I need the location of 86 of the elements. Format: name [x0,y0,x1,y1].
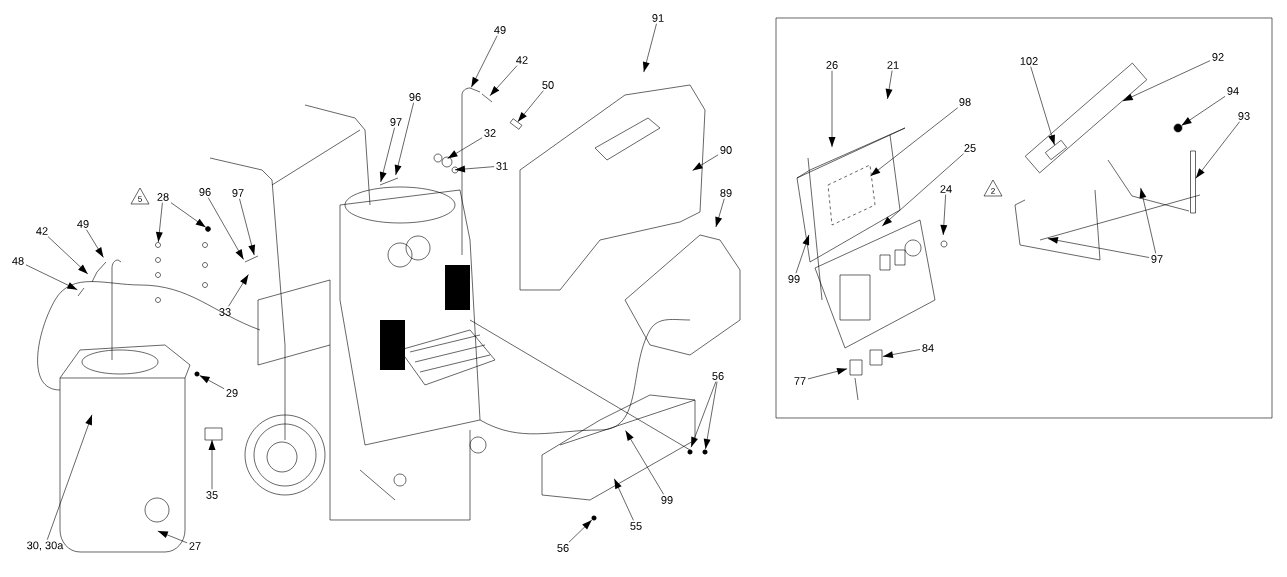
callout-number: 56 [557,544,569,552]
callout-number: 89 [720,189,732,197]
fitting [509,118,523,130]
leader-line [228,274,249,307]
callout-number: 84 [922,344,934,352]
callout-number: 29 [226,389,238,397]
callout-number: 97 [232,189,244,197]
leader-line [517,90,544,123]
leader-line [1139,187,1156,254]
leader-line [1030,66,1055,146]
leader-line [394,102,414,176]
callout-number: 26 [826,61,838,69]
callout-number: 25 [964,144,976,152]
nut [1173,123,1183,133]
leader-line [379,127,395,183]
callout-number: 42 [516,56,528,64]
leader-line [239,198,256,256]
leader-line [86,229,104,258]
leader-line [1122,60,1211,102]
callout-number: 30, 30a [27,541,64,551]
callout-number: 48 [12,257,24,265]
leader-line [625,430,664,495]
callout-number: 31 [496,162,508,170]
callout-number: 49 [77,220,89,228]
callout-number: 77 [794,377,806,385]
callout-number: 21 [887,61,899,69]
callout-number: 99 [661,496,673,504]
leader-line [207,197,244,260]
callout-number: 28 [157,193,169,201]
leader-line [568,519,593,543]
warning-triangle: 2 [983,179,1003,197]
leader-line [471,35,498,88]
callout-number: 49 [494,26,506,34]
leader-line [828,70,836,148]
callout-number: 98 [959,98,971,106]
leader-line [170,202,207,228]
leader-line [1181,96,1226,126]
warning-triangle: 5 [130,187,150,205]
leader-line [614,478,634,521]
callout-number: 35 [206,491,218,499]
leader-line [454,165,495,173]
callout-number: 94 [1227,87,1239,95]
leader-line [882,349,921,358]
callout-number: 42 [36,227,48,235]
leader-line [199,375,225,389]
tube [1190,150,1196,214]
callout-number: 97 [1151,255,1163,263]
callout-number: 102 [1020,57,1038,65]
callout-number: 50 [542,81,554,89]
callout-number: 91 [652,14,664,22]
leader-line [1047,237,1150,258]
leader-line [47,236,89,275]
leader-line [940,194,948,236]
leader-line [870,107,959,177]
leader-line [1195,121,1240,179]
leader-line [157,530,188,544]
leader-line [489,65,518,97]
leader-line [703,381,718,450]
callout-number: 92 [1212,53,1224,61]
callout-number: 93 [1238,112,1250,120]
bolt [205,226,211,232]
callout-number: 32 [484,129,496,137]
callout-number: 99 [788,275,800,283]
callout-number: 97 [390,118,402,126]
leader-line [885,70,893,100]
callout-number: 96 [199,188,211,196]
callout-number: 33 [219,308,231,316]
callout-number: 96 [409,93,421,101]
leader-line [47,414,93,540]
leader-line [642,23,657,73]
leader-line [208,439,216,490]
leader-line [690,381,717,448]
callout-number: 27 [189,542,201,550]
leader-line [447,137,483,159]
callout-number: 90 [720,146,732,154]
decal [1045,140,1067,160]
leader-line [795,234,810,274]
callout-number: 24 [940,185,952,193]
callout-number: 56 [712,372,724,380]
leader-line [807,367,848,380]
leader-line [881,153,964,227]
leader-line [155,202,163,243]
leader-line [715,198,725,228]
callout-number: 55 [630,522,642,530]
leader-line [25,264,78,290]
leader-line [692,154,719,171]
